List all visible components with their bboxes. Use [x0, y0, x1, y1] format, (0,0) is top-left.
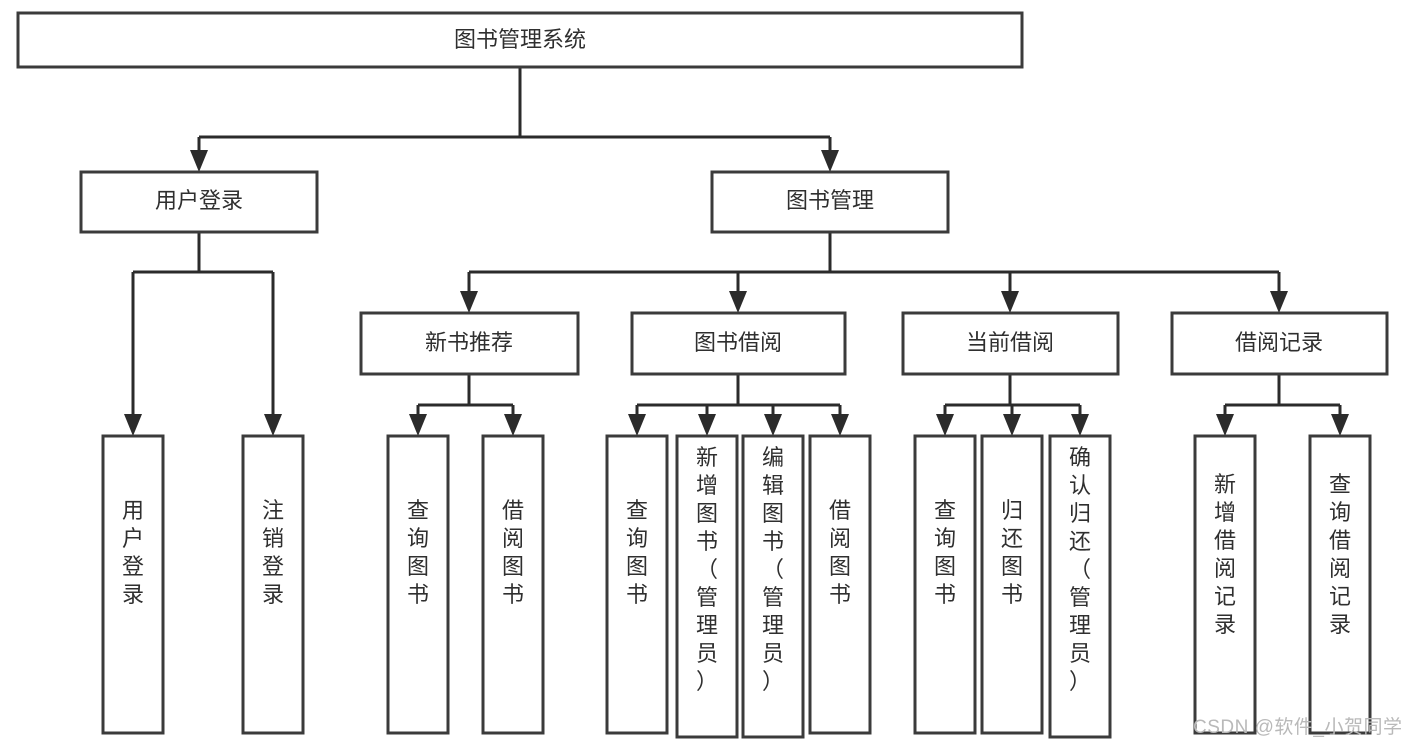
node-new-book-recommend[interactable]: 新书推荐 — [359, 311, 580, 376]
leaf-label-new-book-query: 查询图书 — [407, 498, 429, 607]
leaf-box-user-login-logout[interactable] — [241, 434, 305, 735]
node-box-new-book-recommend[interactable] — [359, 311, 580, 376]
leaf-current-borrow-return[interactable]: 归还图书 — [980, 434, 1044, 735]
leaf-new-book-query[interactable]: 查询图书 — [386, 434, 450, 735]
arrow-head-currentborrow-leaf-1 — [936, 414, 954, 436]
connector-layer — [124, 67, 1349, 436]
leaf-label-borrow-record-add: 新增借阅记录 — [1214, 472, 1236, 637]
node-box-root[interactable] — [16, 11, 1024, 69]
leaf-box-borrow-record-query[interactable] — [1308, 434, 1372, 735]
node-label-book-borrow: 图书借阅 — [694, 330, 782, 355]
node-box-current-borrow[interactable] — [901, 311, 1120, 376]
arrow-head-currentborrow-leaf-3 — [1071, 414, 1089, 436]
node-current-borrow[interactable]: 当前借阅 — [901, 311, 1120, 376]
arrow-head-bookborrow-leaf-4 — [831, 414, 849, 436]
leaf-label-borrow-record-query: 查询借阅记录 — [1329, 472, 1351, 637]
leaf-label-current-borrow-confirm: 确认归还（管理员） — [1069, 445, 1091, 694]
leaf-label-current-borrow-query: 查询图书 — [934, 498, 956, 607]
leaf-box-new-book-query[interactable] — [386, 434, 450, 735]
node-box-borrow-record[interactable] — [1170, 311, 1389, 376]
leaf-user-login-login[interactable]: 用户登录 — [101, 434, 165, 735]
arrow-head-borrowrecord-leaf-1 — [1216, 414, 1234, 436]
leaf-current-borrow-confirm[interactable]: 确认归还（管理员） — [1048, 434, 1112, 739]
leaf-box-current-borrow-return[interactable] — [980, 434, 1044, 735]
leaf-book-borrow-add[interactable]: 新增图书（管理员） — [675, 434, 739, 739]
leaf-label-book-borrow-borrow: 借阅图书 — [829, 498, 851, 607]
arrow-head-borrowrecord-leaf-2 — [1331, 414, 1349, 436]
leaf-book-borrow-edit[interactable]: 编辑图书（管理员） — [741, 434, 805, 739]
leaf-borrow-record-add[interactable]: 新增借阅记录 — [1193, 434, 1257, 735]
node-label-current-borrow: 当前借阅 — [966, 330, 1054, 355]
node-borrow-record[interactable]: 借阅记录 — [1170, 311, 1389, 376]
leaf-box-book-borrow-borrow[interactable] — [808, 434, 872, 735]
leaf-book-borrow-borrow[interactable]: 借阅图书 — [808, 434, 872, 735]
leaf-new-book-borrow[interactable]: 借阅图书 — [481, 434, 545, 735]
leaf-label-book-borrow-query: 查询图书 — [626, 498, 648, 607]
node-label-book-management: 图书管理 — [786, 188, 874, 213]
leaf-user-login-logout[interactable]: 注销登录 — [241, 434, 305, 735]
node-box-user-login[interactable] — [79, 170, 319, 234]
leaf-box-book-borrow-query[interactable] — [605, 434, 669, 735]
leaf-borrow-record-query[interactable]: 查询借阅记录 — [1308, 434, 1372, 735]
node-root-book-management-system[interactable]: 图书管理系统 — [16, 11, 1024, 69]
arrow-head-bookborrow-leaf-1 — [628, 414, 646, 436]
arrow-head-to-borrow-record — [1270, 291, 1288, 313]
arrow-head-to-book-manage — [821, 150, 839, 172]
arrow-head-to-current-borrow — [1001, 291, 1019, 313]
node-book-management[interactable]: 图书管理 — [710, 170, 950, 234]
leaf-box-current-borrow-query[interactable] — [913, 434, 977, 735]
node-label-new-book-recommend: 新书推荐 — [425, 330, 513, 355]
arrow-head-newbook-leaf-1 — [409, 414, 427, 436]
leaf-box-book-borrow-edit[interactable] — [741, 434, 805, 739]
leaf-label-current-borrow-return: 归还图书 — [1001, 498, 1023, 607]
leaf-label-book-borrow-edit: 编辑图书（管理员） — [762, 445, 784, 694]
node-label-user-login: 用户登录 — [155, 188, 243, 213]
arrow-head-newbook-leaf-2 — [504, 414, 522, 436]
leaf-label-user-login-logout: 注销登录 — [262, 498, 284, 607]
node-box-book-borrow[interactable] — [630, 311, 847, 376]
leaf-box-borrow-record-add[interactable] — [1193, 434, 1257, 735]
leaf-label-user-login-login: 用户登录 — [122, 498, 144, 607]
arrow-head-to-book-borrow — [729, 291, 747, 313]
leaf-label-new-book-borrow: 借阅图书 — [502, 498, 524, 607]
node-user-login[interactable]: 用户登录 — [79, 170, 319, 234]
arrow-head-bookborrow-leaf-3 — [764, 414, 782, 436]
arrow-head-currentborrow-leaf-2 — [1003, 414, 1021, 436]
arrow-head-to-new-book — [460, 291, 478, 313]
leaf-box-book-borrow-add[interactable] — [675, 434, 739, 739]
arrow-head-bookborrow-leaf-2 — [698, 414, 716, 436]
leaf-current-borrow-query[interactable]: 查询图书 — [913, 434, 977, 735]
leaf-box-user-login-login[interactable] — [101, 434, 165, 735]
arrow-head-login-leaf-2 — [264, 414, 282, 436]
leaf-label-book-borrow-add: 新增图书（管理员） — [696, 445, 718, 694]
csdn-watermark: CSDN @软件_小贺同学 — [1193, 717, 1403, 738]
leaf-box-new-book-borrow[interactable] — [481, 434, 545, 735]
leaf-box-current-borrow-confirm[interactable] — [1048, 434, 1112, 739]
arrow-head-login-leaf-1 — [124, 414, 142, 436]
node-label-borrow-record: 借阅记录 — [1235, 330, 1323, 355]
arrow-head-to-user-login — [190, 150, 208, 172]
leaf-book-borrow-query[interactable]: 查询图书 — [605, 434, 669, 735]
node-box-book-management[interactable] — [710, 170, 950, 234]
node-label-root: 图书管理系统 — [454, 27, 586, 52]
node-book-borrow[interactable]: 图书借阅 — [630, 311, 847, 376]
